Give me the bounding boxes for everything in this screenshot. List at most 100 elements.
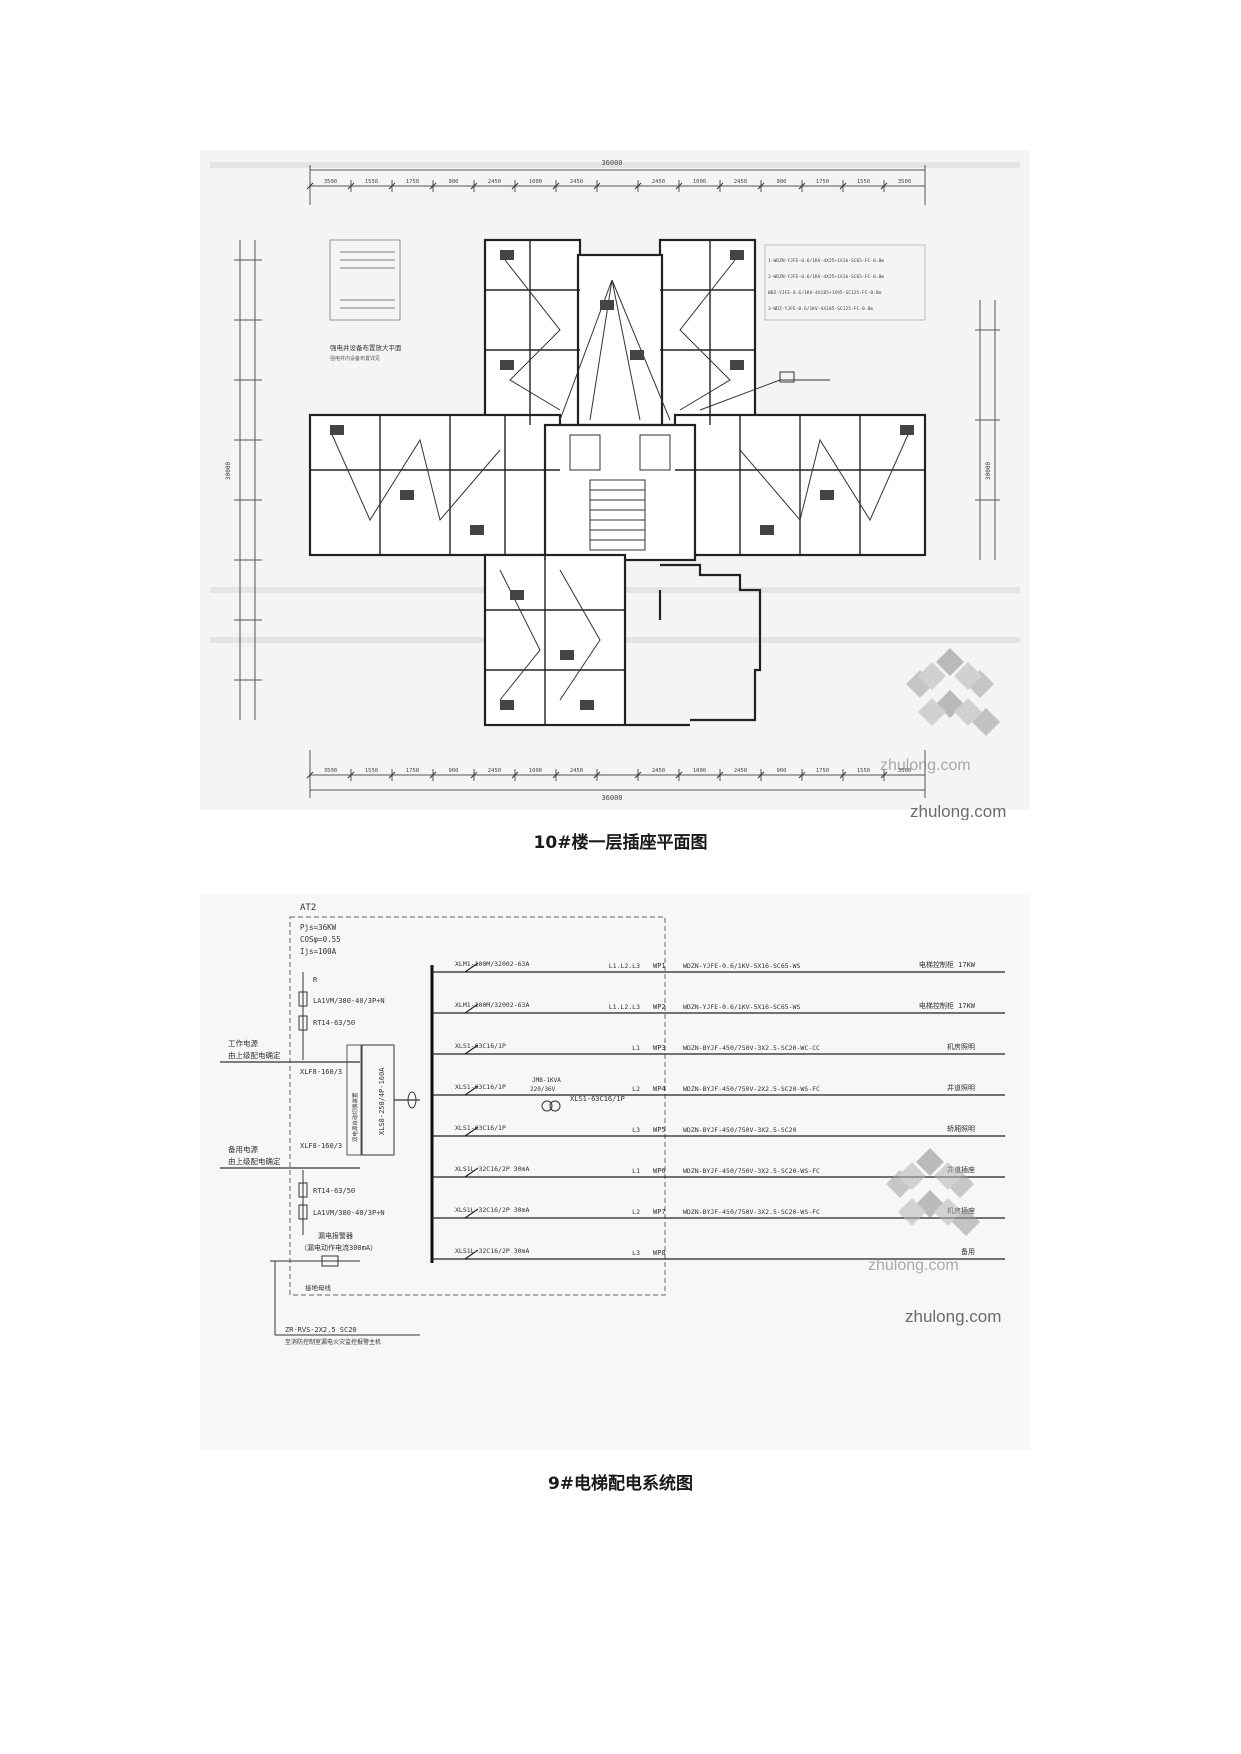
circuit-phase: L1 [632,1167,640,1175]
ats-model: XLS8-250/4P-160A [378,1067,386,1135]
floor-plan-figure: 36000 3500 1550 1750 900 2450 1000 2450 2450 100… [200,150,1030,820]
fire-cable: ZR-RVS-2X2.5 SC20 [285,1326,357,1334]
dim-segment-label: 1750 [816,179,829,185]
left-top-2: RT14-63/50 [313,1019,355,1027]
svg-text:R: R [313,976,318,984]
note-line-1: 1-WDZN-YJFE-0.6/1KV-4X25+1X16-SC65-FC-0.… [768,258,884,264]
alarm-title: 漏电报警器 [318,1231,353,1240]
param-cos: COSφ=0.55 [300,935,341,944]
circuit-phase: L1.L2.L3 [609,1003,640,1011]
circuit-cable: WDZN-YJFE-0.6/1KV-5X16-SC65-WS [683,1003,800,1011]
wp4-second-breaker: XLS1-63C16/1P [570,1095,625,1103]
note-line-3: WDZ-YJFE-0.6/1KV-4X185+1X95-SC125-FC-0.8… [768,290,882,296]
circuit-load: 井道插座 [947,1165,975,1174]
dim-total-bottom: 36000 [601,794,622,802]
circuit-breaker: XLS1-63C16/1P [455,1042,506,1050]
param-ijs: Ijs=100A [300,947,337,956]
watermark-logo [906,648,1000,736]
dim-segment-label: 1550 [365,179,378,185]
dim-segment-label: 3500 [324,768,337,774]
legend-box: 强电井设备布置放大平面 强电井内设备布置详见 [329,239,402,362]
watermark-text-faint-2: zhulong.com [868,1257,959,1274]
circuit-load: 井道照明 [947,1083,975,1092]
dim-segment-label: 1750 [406,179,419,185]
circuit-phase: L2 [632,1085,640,1093]
notes-box: 1-WDZN-YJFE-0.6/1KV-4X25+1X16-SC65-FC-0.… [764,244,926,383]
circuit-id: WP1 [653,962,666,970]
panel-boundary [289,916,666,1296]
circuit-breaker: XLM1-100M/32002-63A [455,960,529,968]
circuit-row: XLS1-63C16/1P L2 WP4 WDZN-BYJF-450/750V-2X2… [432,1083,1005,1096]
switch-work: XLF8-160/3 [300,1068,342,1076]
supply-work-2: 由上级配电确定 [228,1050,281,1060]
interior-walls [310,240,925,725]
circuit-phase: L3 [632,1126,640,1134]
circuit-load: 机房插座 [947,1206,975,1215]
alarm-note: （漏电动作电流300mA） [300,1243,377,1252]
stairs [569,434,671,551]
circuit-load: 机房照明 [947,1042,975,1051]
dim-segment-label: 3500 [324,179,337,185]
system-background [200,895,1030,1450]
switch-backup: XLF8-160/3 [300,1142,342,1150]
dim-segment-label: 2450 [734,768,747,774]
panel-label: AT2 [300,903,316,913]
circuit-phase: L2 [632,1208,640,1216]
circuit-breaker: XLS1L-32C16/2P 30mA [455,1247,529,1255]
left-top-1: LA1VM/380-40/3P+N [313,997,385,1005]
open-area [625,563,762,727]
dim-total-top: 36000 [601,159,622,167]
circuit-cable: WDZN-YJFE-0.6/1KV-5X16-SC65-WS [683,962,800,970]
circuit-breaker: XLS1L-32C16/2P 30mA [455,1165,529,1173]
circuit-id: WP4 [653,1085,666,1093]
dim-segment-label: 2450 [570,179,583,185]
legend-title: 强电井设备布置放大平面 [330,343,402,352]
circuit-id: WP8 [653,1249,666,1257]
note-line-2: 2-WDZN-YJFE-0.6/1KV-4X25+1X16-SC65-FC-0.… [768,274,884,280]
dim-segment-label: 2450 [570,768,583,774]
supply-work-1: 工作电源 [228,1038,258,1048]
dim-segment-label: 1000 [693,768,706,774]
dim-segment-label: 900 [449,768,459,774]
left-bottom-1: RT14-63/50 [313,1187,355,1195]
watermark-text-2: zhulong.com [905,1307,1001,1326]
circuit-cable: WDZN-BYJF-450/750V-3X2.5-SC20 [683,1126,797,1134]
circuit-id: WP2 [653,1003,666,1011]
transformer-ratio: 220/36V [530,1086,556,1093]
left-bottom-2: LA1VM/380-40/3P+N [313,1209,385,1217]
dim-segment-label: 2450 [488,179,501,185]
legend-note: 强电井内设备布置详见 [330,355,380,362]
dim-segment-label: 2450 [652,768,665,774]
dim-segment-label: 2450 [652,179,665,185]
plan-caption: 10#楼一层插座平面图 [533,833,708,853]
system-caption: 9#电梯配电系统图 [547,1474,694,1494]
circuit-phase: L1.L2.L3 [609,962,640,970]
circuit-breaker: XLS1-63C16/1P [455,1083,506,1091]
dim-segment-label: 2450 [734,179,747,185]
system-diagram-figure: AT2 Pjs=36KW COSφ=0.55 Ijs=100A R LA1VM/… [200,895,1030,1450]
fire-cable-note: 至消防控制室漏电火灾监控报警主机 [285,1338,381,1346]
dim-segment-label: 1550 [857,179,870,185]
note-line-4: 3-WDZ-YJFE-0.6/1KV-4X185-SC125-FC-0.8m [768,306,873,312]
circuit-breaker: XLS1L-32C16/2P 30mA [455,1206,529,1214]
circuit-row: XLM1-100M/32002-63A L1.L2.L3 WP1 WDZN-YJFE-… [432,960,1005,973]
circuit-id: WP3 [653,1044,666,1052]
dim-segment-label: 1000 [529,179,542,185]
watermark-text: zhulong.com [910,802,1006,820]
dim-segment-label: 900 [777,768,787,774]
circuit-cable: WDZN-BYJF-450/750V-2X2.5-SC20-WS-FC [683,1085,820,1093]
dim-segment-label: 3500 [898,179,911,185]
circuit-breaker: XLS1-63C16/1P [455,1124,506,1132]
dim-side-left: 30000 [225,462,232,480]
dim-segment-label: 1000 [693,179,706,185]
circuit-load: 电梯控制柜 17KW [919,1001,976,1010]
dim-segment-label: 1550 [857,768,870,774]
socket-symbols [330,250,914,710]
